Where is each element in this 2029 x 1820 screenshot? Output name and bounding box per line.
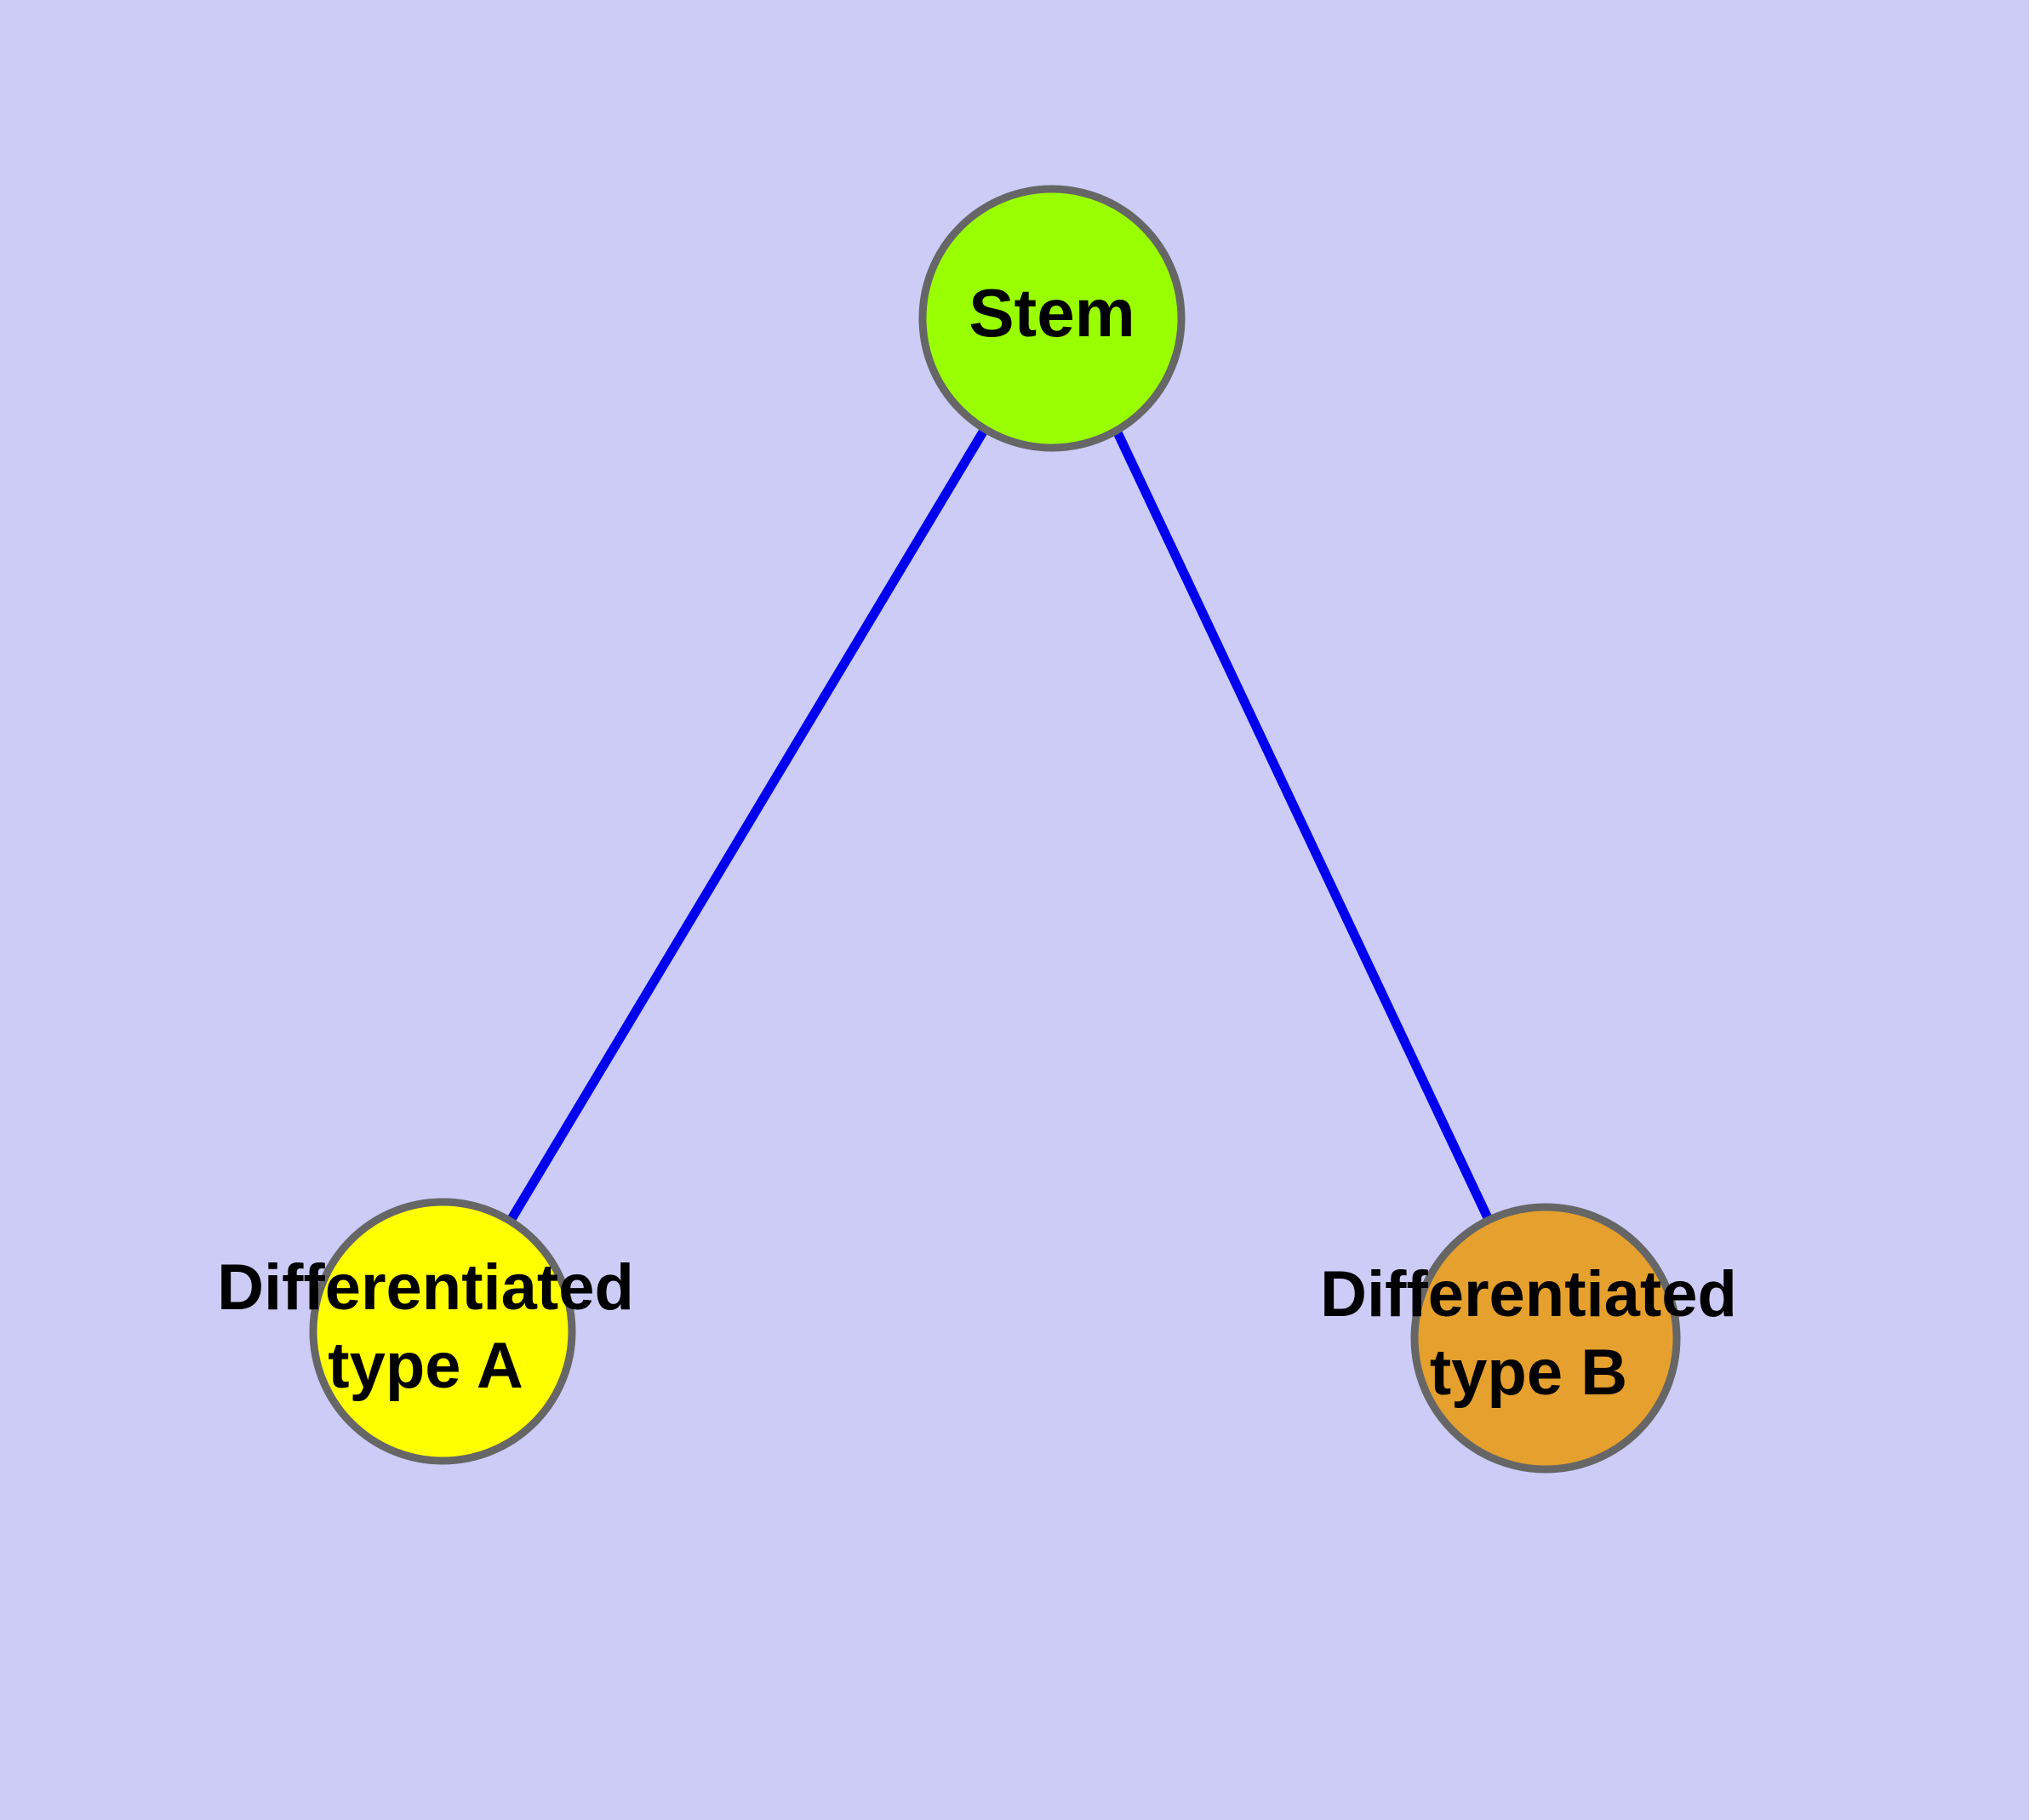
edge-stem-to-diff-b[interactable]	[1113, 430, 1495, 1226]
node-diff_a[interactable]	[309, 1198, 576, 1465]
node-label-stem: Stem	[969, 275, 1135, 351]
edges-group	[507, 426, 1495, 1226]
node-label-line: Differentiated	[1320, 1258, 1737, 1331]
node-label-line: type B	[1430, 1336, 1627, 1409]
node-label-line: Stem	[969, 275, 1135, 351]
node-stem[interactable]	[918, 185, 1186, 452]
edge-stem-to-diff-a[interactable]	[507, 426, 989, 1222]
node-label-line: Differentiated	[217, 1251, 634, 1324]
node-label-line: type A	[328, 1330, 523, 1402]
nodes-group	[309, 185, 1681, 1474]
node-diff_b[interactable]	[1410, 1203, 1681, 1474]
